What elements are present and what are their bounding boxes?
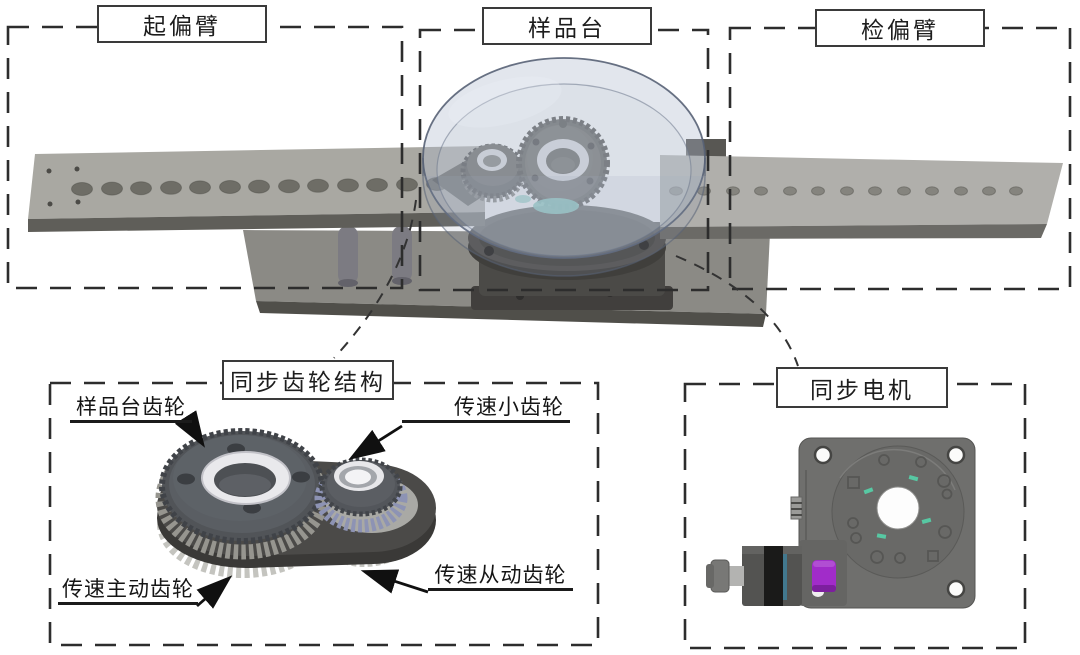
sample-stage-gear-render bbox=[155, 428, 329, 560]
transmission-small-gear-render bbox=[314, 457, 408, 533]
main-assembly-render bbox=[28, 57, 1063, 327]
sync-motor-render bbox=[706, 437, 976, 609]
transparent-disc-render bbox=[422, 57, 706, 277]
stepper-motor-render bbox=[706, 546, 802, 606]
polarizer-arm-box bbox=[6, 25, 404, 290]
analyzer-arm-render bbox=[660, 139, 1063, 239]
annotation-arrows bbox=[174, 410, 429, 609]
polarizer-arm-render bbox=[28, 146, 485, 232]
callout-small-gear: 传速小齿轮 bbox=[402, 394, 570, 423]
callout-driving-gear: 传速主动齿轮 bbox=[58, 576, 198, 605]
gear-structure-render bbox=[155, 428, 436, 578]
purple-coupling bbox=[812, 560, 836, 592]
arrow-small-gear bbox=[348, 424, 403, 460]
zoom-connector-curves bbox=[333, 199, 799, 367]
callout-sample-stage-gear: 样品台齿轮 bbox=[70, 394, 192, 423]
label-polarizer-arm: 起偏臂 bbox=[97, 5, 267, 43]
label-analyzer-arm: 检偏臂 bbox=[815, 9, 985, 47]
arrow-sample-stage-gear bbox=[174, 410, 205, 448]
arrow-driving-gear bbox=[196, 575, 233, 609]
callout-driven-gear: 传速从动齿轮 bbox=[428, 562, 573, 591]
label-sample-stage: 样品台 bbox=[482, 7, 652, 45]
stage-gear-cluster-render bbox=[432, 116, 610, 214]
arrow-driven-gear bbox=[360, 569, 429, 594]
connector-to-sync-motor bbox=[675, 255, 799, 367]
label-sync-motor: 同步电机 bbox=[776, 367, 948, 408]
label-gear-structure: 同步齿轮结构 bbox=[222, 360, 394, 400]
connector-to-gear-structure bbox=[333, 199, 417, 359]
